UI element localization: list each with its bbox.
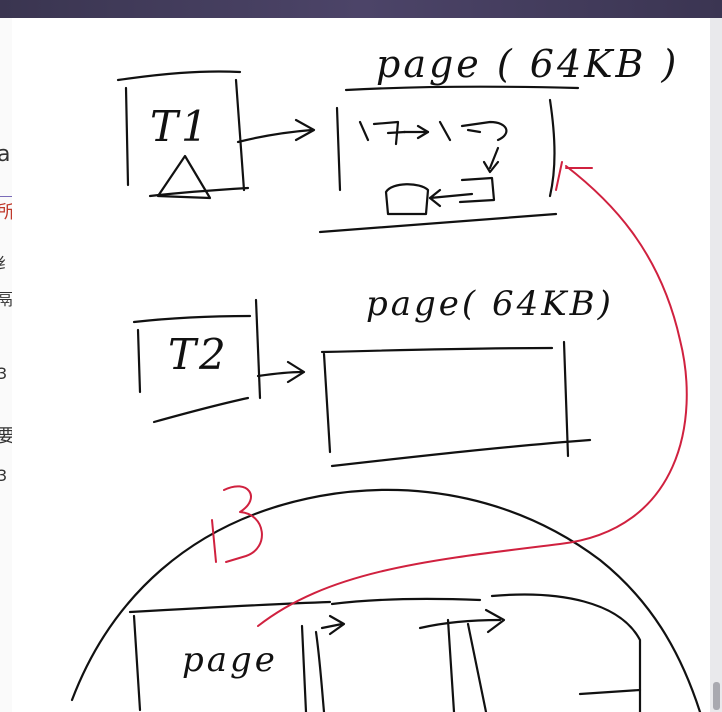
t1-lock-triangle-icon — [156, 154, 212, 200]
t2-box — [132, 298, 262, 424]
page-pool-circle — [70, 488, 702, 712]
middle-page-box — [320, 340, 592, 468]
red-lock-curve — [211, 161, 688, 627]
whiteboard-canvas[interactable] — [12, 18, 710, 712]
middle-page-label: page( 64KB) — [366, 284, 614, 324]
desktop-background-strip — [0, 0, 722, 18]
t2-label: T2 — [168, 330, 229, 379]
sidebar-fragment: 3 — [0, 466, 7, 485]
scrollbar-track[interactable] — [710, 18, 722, 712]
top-page-linked-list — [358, 120, 508, 216]
sidebar-fragment: 纟 — [0, 250, 12, 274]
sidebar-fragment: a — [0, 142, 10, 167]
sidebar-divider — [0, 196, 12, 197]
t1-label: T1 — [150, 102, 211, 151]
scrollbar-thumb[interactable] — [713, 682, 720, 710]
bottom-page-chain — [128, 593, 642, 712]
t2-to-page-arrow — [256, 360, 306, 384]
sidebar-fragment: 所 — [0, 198, 12, 224]
bottom-page-label: page — [182, 640, 278, 680]
sidebar-fragment: 鬲 — [0, 286, 12, 310]
top-page-label: page ( 64KB ) — [376, 42, 680, 86]
t1-to-page-arrow — [236, 118, 316, 144]
sidebar-fragment: 要 — [0, 422, 12, 448]
top-page-box — [318, 85, 580, 234]
sidebar-fragment: 3 — [0, 364, 7, 383]
t1-box — [116, 70, 250, 198]
